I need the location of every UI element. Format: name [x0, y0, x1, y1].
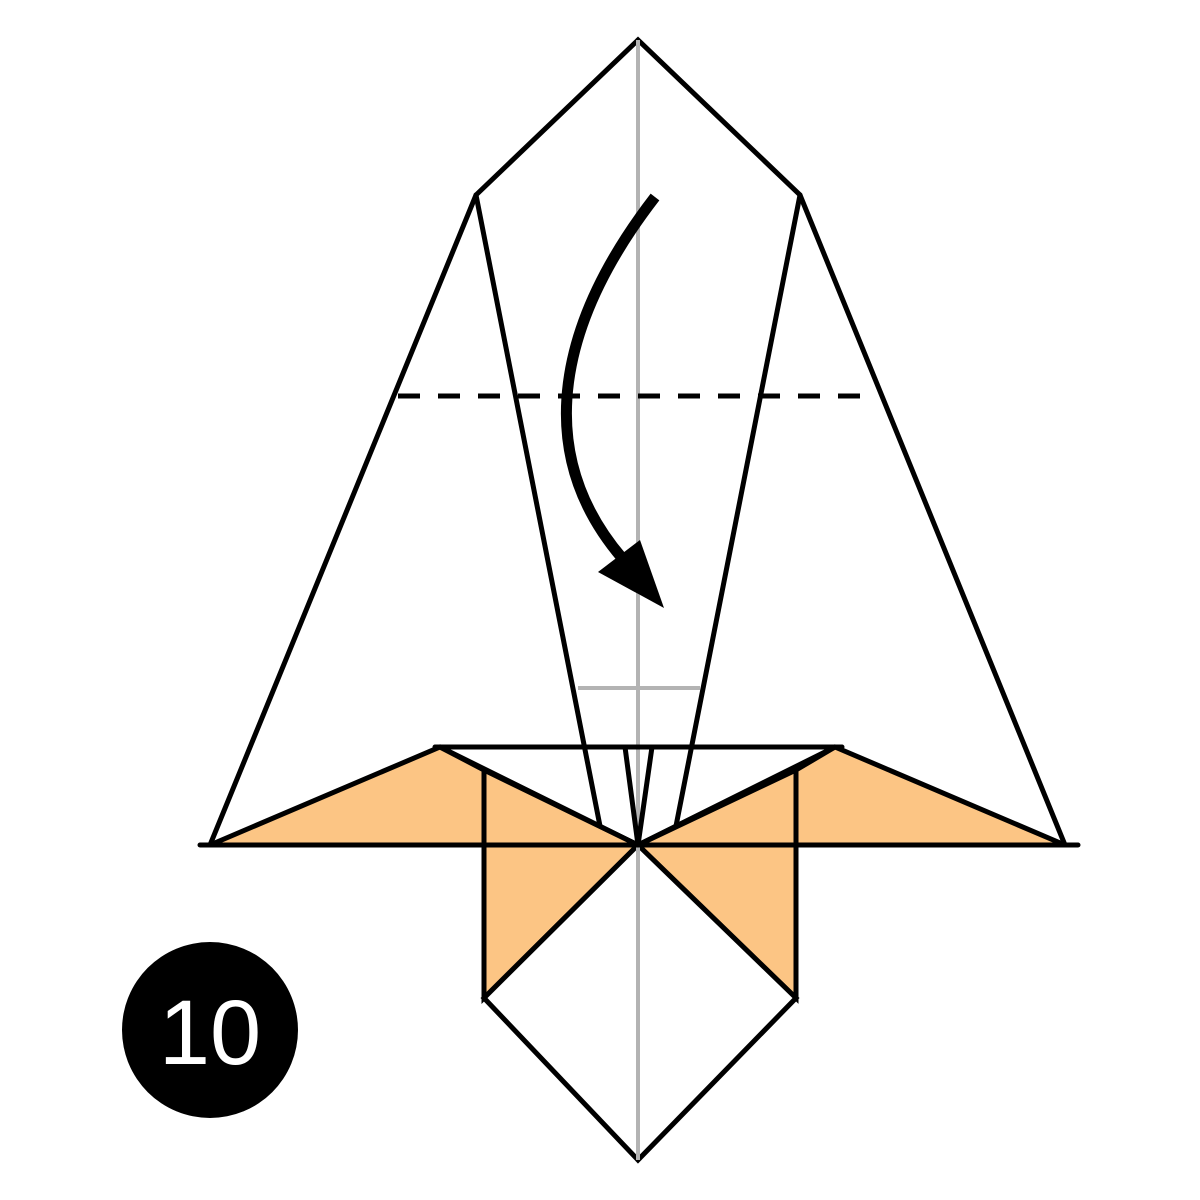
step-number: 10: [159, 982, 261, 1084]
right-bow-edge: [635, 744, 838, 848]
fold-arrow-icon: [560, 193, 664, 608]
step-number-badge: 10: [122, 942, 298, 1118]
left-bow-edge: [437, 744, 641, 848]
inner-right-edge: [673, 192, 803, 829]
inner-left-edge: [473, 192, 603, 829]
badge-circle: [122, 942, 298, 1118]
